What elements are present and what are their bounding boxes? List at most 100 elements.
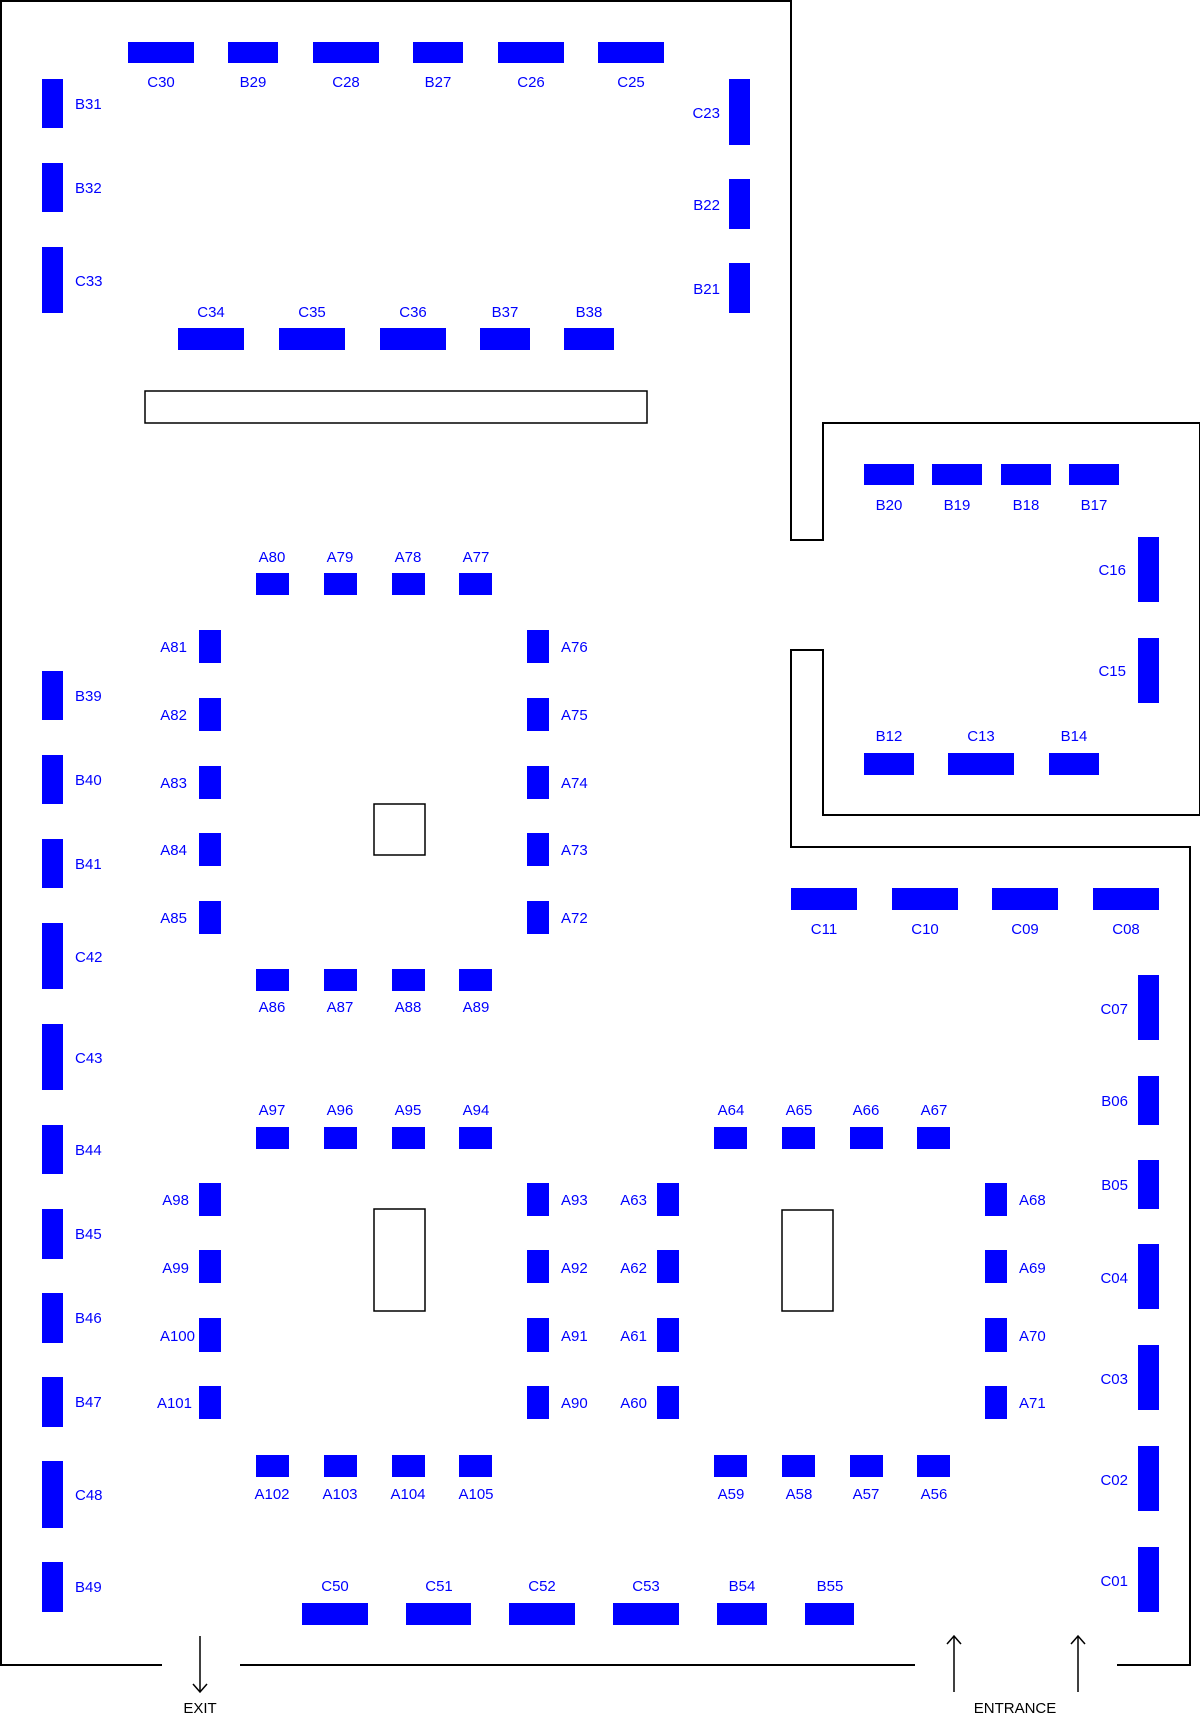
booth-label-b27: B27	[425, 74, 452, 91]
booth-b21	[729, 263, 750, 313]
booth-label-a80: A80	[259, 549, 286, 566]
booth-c53	[613, 1603, 679, 1625]
booth-label-c11: C11	[811, 921, 837, 938]
booth-label-b31: B31	[75, 96, 102, 113]
booth-label-c03: C03	[1100, 1371, 1128, 1388]
booth-b38	[564, 328, 614, 350]
booth-label-b41: B41	[75, 856, 102, 873]
booth-c34	[178, 328, 244, 350]
booth-c33	[42, 247, 63, 313]
booth-label-a95: A95	[395, 1102, 422, 1119]
booth-b18	[1001, 464, 1051, 485]
booth-label-c51: C51	[425, 1578, 453, 1595]
booth-b44	[42, 1125, 63, 1174]
booth-label-a104: A104	[390, 1486, 425, 1503]
booth-label-a67: A67	[921, 1102, 948, 1119]
outer-wall	[0, 0, 1200, 1666]
booth-a89	[459, 969, 492, 991]
booth-label-b44: B44	[75, 1142, 102, 1159]
booth-label-a64: A64	[718, 1102, 745, 1119]
booth-a82	[199, 698, 221, 731]
booth-label-a91: A91	[561, 1328, 588, 1345]
booth-a71	[985, 1386, 1007, 1419]
booth-a66	[850, 1127, 883, 1149]
booth-a59	[714, 1455, 747, 1477]
booth-label-a74: A74	[561, 775, 588, 792]
booth-label-b49: B49	[75, 1579, 102, 1596]
booth-label-c43: C43	[75, 1050, 103, 1067]
booth-a86	[256, 969, 289, 991]
booth-label-a66: A66	[853, 1102, 880, 1119]
booth-label-a84: A84	[160, 842, 187, 859]
booth-b19	[932, 464, 982, 485]
booth-label-a92: A92	[561, 1260, 588, 1277]
booth-label-c42: C42	[75, 949, 103, 966]
booth-c10	[892, 888, 958, 910]
booth-label-b12: B12	[876, 728, 903, 745]
booth-c01	[1138, 1547, 1159, 1612]
booth-c25	[598, 42, 664, 63]
booth-label-b06: B06	[1101, 1093, 1128, 1110]
booth-b20	[864, 464, 914, 485]
booth-a90	[527, 1386, 549, 1419]
booth-c48	[42, 1461, 63, 1528]
booth-b39	[42, 671, 63, 720]
booth-a61	[657, 1318, 679, 1352]
pillar-fixture	[781, 1209, 834, 1312]
booth-a99	[199, 1250, 221, 1283]
booth-label-a96: A96	[327, 1102, 354, 1119]
booth-label-c35: C35	[298, 304, 326, 321]
booth-label-a65: A65	[786, 1102, 813, 1119]
booth-label-a103: A103	[322, 1486, 357, 1503]
booth-b29	[228, 42, 278, 63]
booth-a56	[917, 1455, 950, 1477]
booth-label-b47: B47	[75, 1394, 102, 1411]
booth-label-c09: C09	[1011, 921, 1039, 938]
booth-label-a97: A97	[259, 1102, 286, 1119]
booth-b14	[1049, 753, 1099, 775]
booth-label-b45: B45	[75, 1226, 102, 1243]
booth-label-a62: A62	[620, 1260, 647, 1277]
booth-b49	[42, 1562, 63, 1612]
booth-label-a79: A79	[327, 549, 354, 566]
booth-a65	[782, 1127, 815, 1149]
booth-label-a68: A68	[1019, 1192, 1046, 1209]
booth-a95	[392, 1127, 425, 1149]
entrance-arrow-icon	[946, 1634, 962, 1692]
booth-label-a58: A58	[786, 1486, 813, 1503]
counter-fixture	[144, 390, 648, 424]
booth-label-a100: A100	[160, 1328, 195, 1345]
booth-label-a105: A105	[458, 1486, 493, 1503]
booth-label-b20: B20	[876, 497, 903, 514]
booth-label-c34: C34	[197, 304, 225, 321]
booth-a81	[199, 630, 221, 663]
booth-label-b32: B32	[75, 180, 102, 197]
booth-a70	[985, 1318, 1007, 1352]
booth-a104	[392, 1455, 425, 1477]
booth-label-a56: A56	[921, 1486, 948, 1503]
booth-label-a76: A76	[561, 639, 588, 656]
booth-label-a89: A89	[463, 999, 490, 1016]
booth-c09	[992, 888, 1058, 910]
booth-label-c16: C16	[1098, 562, 1126, 579]
booth-label-a101: A101	[157, 1395, 192, 1412]
booth-label-a70: A70	[1019, 1328, 1046, 1345]
booth-label-b55: B55	[817, 1578, 844, 1595]
booth-label-a82: A82	[160, 707, 187, 724]
booth-label-a98: A98	[162, 1192, 189, 1209]
booth-a75	[527, 698, 549, 731]
booth-c36	[380, 328, 446, 350]
booth-label-a69: A69	[1019, 1260, 1046, 1277]
booth-label-c08: C08	[1112, 921, 1140, 938]
booth-label-b40: B40	[75, 772, 102, 789]
booth-c04	[1138, 1244, 1159, 1309]
booth-label-b54: B54	[729, 1578, 756, 1595]
booth-a87	[324, 969, 357, 991]
booth-a58	[782, 1455, 815, 1477]
booth-label-a75: A75	[561, 707, 588, 724]
booth-a83	[199, 766, 221, 799]
booth-b40	[42, 755, 63, 804]
booth-label-a87: A87	[327, 999, 354, 1016]
booth-a93	[527, 1183, 549, 1216]
